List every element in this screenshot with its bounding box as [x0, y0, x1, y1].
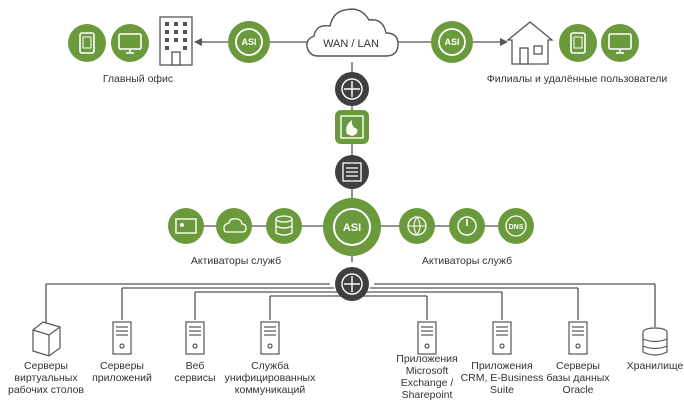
connector-lines — [45, 41, 656, 327]
label-line: унифицированных — [225, 372, 316, 384]
svg-text:ASI: ASI — [444, 37, 459, 47]
server-icon — [112, 321, 132, 355]
activator-database-icon — [266, 208, 302, 244]
cloud-label: WAN / LAN — [323, 38, 379, 50]
label-line: виртуальных — [14, 372, 78, 384]
activator-power-icon — [449, 208, 485, 244]
office-monitor-icon — [111, 24, 149, 62]
branch-tablet-icon — [559, 24, 597, 62]
arrow-to-office-icon — [194, 38, 202, 46]
cube-icon — [32, 321, 61, 357]
activator-cloud-icon — [216, 208, 252, 244]
cloud-icon: WAN / LAN — [306, 8, 399, 57]
label-line: Oracle — [563, 384, 594, 396]
office-building-icon — [159, 16, 193, 66]
label-line: Хранилище — [627, 360, 684, 372]
svg-text:ASI: ASI — [241, 37, 256, 47]
storage-label: Хранилище — [627, 360, 684, 372]
label-line: Приложения — [396, 353, 457, 365]
label-line: Веб — [186, 360, 205, 372]
activator-dns-icon: DNS — [498, 208, 534, 244]
server-icon — [185, 321, 205, 355]
firewall-icon — [335, 110, 369, 144]
server-icon — [568, 321, 588, 355]
arrow-to-branch-icon — [500, 38, 508, 46]
activator-globe-icon — [399, 208, 435, 244]
label-line: Microsoft — [406, 365, 449, 377]
asi-office-appliance-icon: ASI — [228, 21, 270, 63]
branches-label: Филиалы и удалённые пользователи — [487, 73, 668, 85]
asi-branch-appliance-icon: ASI — [431, 21, 473, 63]
branch-monitor-icon — [601, 24, 639, 62]
server-icon — [417, 321, 437, 355]
database-icon — [642, 327, 668, 356]
label-line: сервисы — [174, 372, 215, 384]
label-line: рабочих столов — [8, 384, 84, 396]
activator-card-icon — [168, 208, 204, 244]
router-icon — [335, 72, 369, 106]
label-line: Серверы — [100, 360, 144, 372]
label-line: Служба — [251, 360, 289, 372]
label-line: коммуникаций — [235, 384, 306, 396]
server-icon — [260, 321, 280, 355]
label-line: базы данных — [546, 372, 610, 384]
storage: Хранилище — [627, 327, 684, 372]
label-line: Приложения — [471, 360, 532, 372]
activators-left-label: Активаторы служб — [191, 255, 281, 267]
server-icon — [492, 321, 512, 355]
svg-text:DNS: DNS — [509, 224, 524, 231]
label-line: CRM, E-Business — [461, 372, 544, 384]
activators-right-label: Активаторы служб — [422, 255, 512, 267]
distribution-router-icon — [335, 267, 369, 301]
branch-house-icon — [506, 21, 554, 65]
label-line: Серверы — [24, 360, 68, 372]
label-line: приложений — [92, 372, 152, 384]
asi-central-appliance-icon: ASI — [323, 198, 381, 256]
label-line: Suite — [490, 384, 514, 396]
label-line: Sharepoint — [402, 389, 453, 401]
label-line: Exchange / — [401, 377, 454, 389]
office-tablet-icon — [68, 24, 106, 62]
label-line: Серверы — [556, 360, 600, 372]
load-balancer-icon — [335, 155, 369, 189]
svg-text:ASI: ASI — [343, 222, 361, 234]
head-office-label: Главный офис — [103, 73, 173, 85]
